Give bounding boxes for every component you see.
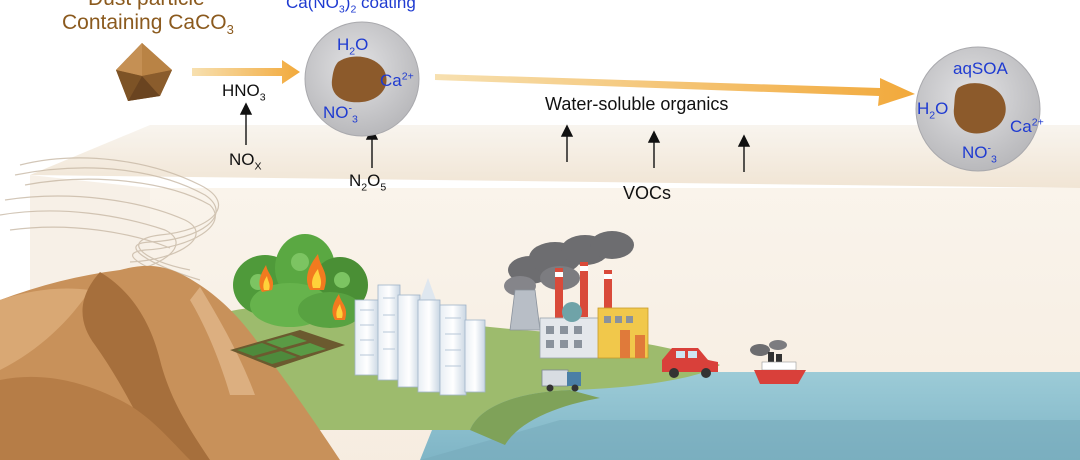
coastline (470, 390, 600, 445)
factory (509, 262, 649, 359)
ship (750, 340, 806, 384)
coated-particle-1 (304, 21, 420, 137)
particle2-no3-label: NO-3 (962, 142, 997, 166)
n2o5-label: N2O5 (349, 171, 387, 194)
particle2-ca-label: Ca2+ (1010, 116, 1044, 136)
coating-label: Ca(NO3)2 coating (286, 0, 416, 16)
city-buildings (354, 278, 486, 396)
particle2-h2o-label: H2O (917, 99, 949, 122)
particle1-no3-label: NO-3 (323, 102, 358, 126)
containing-caco3-label: Containing CaCO3 (62, 11, 234, 38)
dust-swirl (0, 157, 220, 291)
dust-crystal (116, 43, 172, 101)
arrow-to-coating (192, 60, 300, 84)
nox-label: NOX (229, 150, 262, 173)
wildfire-flames (259, 254, 347, 320)
desert-mountains (0, 265, 340, 460)
farm-fields (230, 330, 345, 368)
vertical-arrows (239, 102, 751, 172)
dust-particle-label: Dust particle (88, 0, 205, 9)
vocs-label: VOCs (623, 183, 672, 203)
particle1-ca-label: Ca2+ (380, 70, 414, 90)
aqsoa-particle (915, 46, 1041, 172)
truck (541, 369, 581, 392)
water-soluble-organics-label: Water-soluble organics (545, 94, 729, 114)
aqsoa-label: aqSOA (953, 59, 1008, 78)
particle1-h2o-label: H2O (337, 35, 369, 58)
box-top-face (30, 125, 1080, 188)
arrow-to-aqsoa (435, 74, 915, 106)
sea-front-edge (420, 420, 1080, 460)
hno3-label: HNO3 (222, 81, 266, 104)
car (662, 348, 718, 378)
